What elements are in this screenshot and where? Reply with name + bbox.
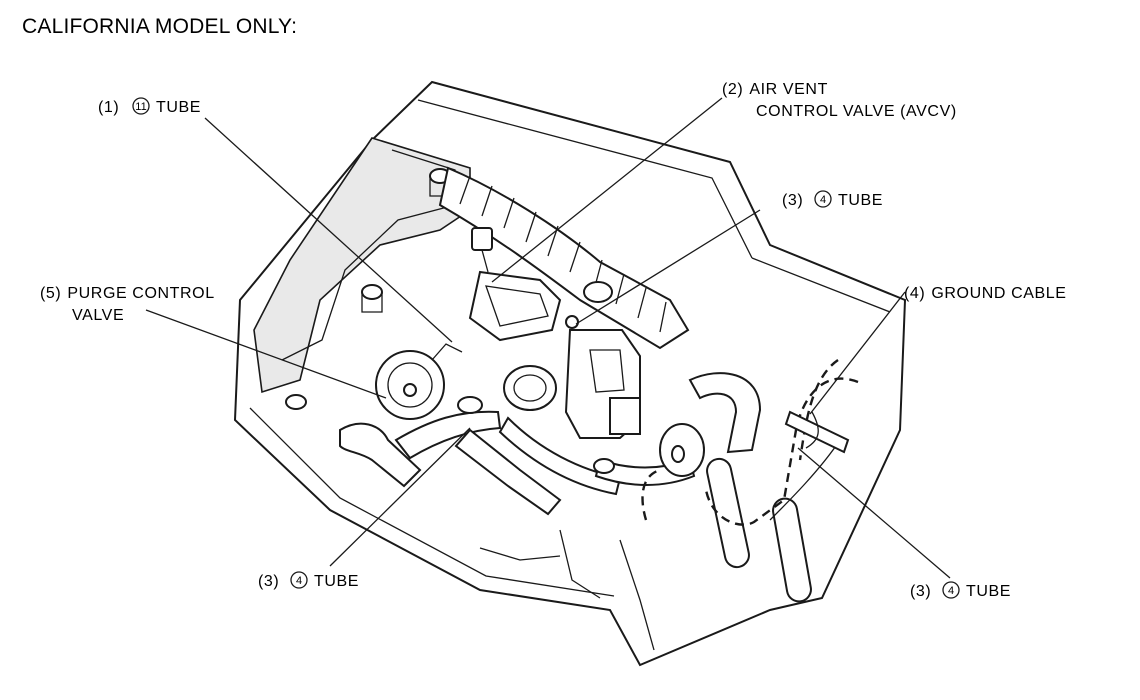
- callout-line2: CONTROL VALVE (AVCV): [756, 103, 957, 120]
- svg-text:(1): (1): [98, 99, 119, 116]
- callout-index: (3): [910, 583, 931, 600]
- callout-label: TUBE: [838, 192, 883, 209]
- callout-label: GROUND CABLE: [931, 285, 1066, 302]
- purge-control-valve: [375, 343, 463, 420]
- callout-tube-4-bottom-left: (3) 4 TUBE: [258, 571, 359, 590]
- air-vent-control-valve: [468, 227, 562, 342]
- callout-line1: AIR VENT: [749, 81, 828, 98]
- callout-label: TUBE: [156, 99, 201, 116]
- callout-avcv: (2) AIR VENT CONTROL VALVE (AVCV): [722, 81, 957, 120]
- circled-number: [942, 581, 960, 599]
- lower-hoses: [339, 315, 696, 516]
- circled-number: [290, 571, 308, 589]
- circled-number-text: 4: [948, 585, 954, 597]
- diagram-title: CALIFORNIA MODEL ONLY:: [22, 15, 297, 38]
- callout-tube-11: (1) 11 TUBE: [98, 97, 201, 116]
- circled-number-text: 11: [135, 101, 146, 113]
- callout-tube-4-bottom-right: (3) 4 TUBE: [910, 581, 1011, 600]
- callout-index: (1): [98, 99, 119, 116]
- ground-cable: [784, 410, 850, 454]
- svg-text:(5)PURGE CONTROL: (5) PURGE CONTROL: [40, 285, 215, 302]
- circled-number-text: 4: [296, 575, 302, 587]
- engine-illustration: [233, 80, 907, 667]
- circled-number-text: 4: [820, 194, 826, 206]
- svg-text:(4)GROUND CABLE: (4) GROUND CABLE: [904, 285, 1067, 302]
- callout-line1: PURGE CONTROL: [67, 285, 214, 302]
- callout-index: (3): [782, 192, 803, 209]
- circled-number: [814, 190, 832, 208]
- callout-index: (5): [40, 285, 61, 302]
- charcoal-canister-port: [503, 365, 557, 411]
- svg-text:(2)AIR VENT: (2) AIR VENT: [722, 81, 828, 98]
- callout-index: (4): [904, 285, 925, 302]
- hidden-pipe-lines: [641, 359, 859, 526]
- callout-label: TUBE: [966, 583, 1011, 600]
- callout-ground-cable: (4) GROUND CABLE: [904, 285, 1067, 302]
- callout-tube-4-top: (3) 4 TUBE: [782, 190, 883, 209]
- callout-index: (2): [722, 81, 743, 98]
- right-side-pipes: [659, 372, 841, 603]
- callout-purge-control-valve: (5) PURGE CONTROL VALVE: [40, 285, 215, 324]
- solenoid-block: [564, 329, 641, 439]
- leader-lines: [145, 97, 951, 579]
- circled-number: [132, 97, 150, 115]
- callout-index: (3): [258, 573, 279, 590]
- callout-line2: VALVE: [72, 307, 124, 324]
- callout-label: TUBE: [314, 573, 359, 590]
